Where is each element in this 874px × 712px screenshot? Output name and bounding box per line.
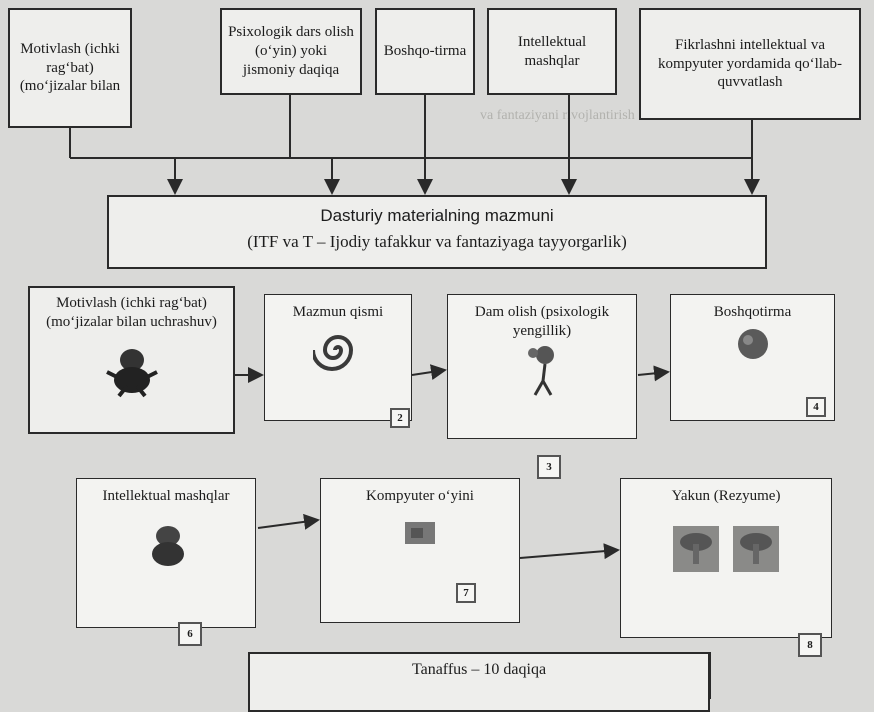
top-box-puzzle-text: Boshqo-tirma xyxy=(383,43,467,60)
step-summary: Yakun (Rezyume) xyxy=(620,478,832,638)
top-box-exercises-text: Intellektual mashqlar xyxy=(517,33,587,69)
puzzle-ball-icon xyxy=(737,328,768,359)
break-text: Tanaffus – 10 daqiqa xyxy=(411,661,547,678)
background-text: va fantaziyani rivojlantirish xyxy=(480,108,635,123)
center-box: Dasturiy materialning mazmuni (ITF va T … xyxy=(107,195,767,269)
top-box-psychology-text: Psixologik dars olish (o‘yin) yoki jismo… xyxy=(228,24,354,78)
step-number-7: 7 xyxy=(456,583,476,603)
step-content: Mazmun qismi xyxy=(264,294,412,421)
top-box-motivation-text: Motivlash (ichki rag‘bat) (mo‘jizalar bi… xyxy=(19,40,121,95)
step-exercises: Intellektual mashqlar xyxy=(76,478,256,628)
step-number-4: 4 xyxy=(806,397,826,417)
step-number-3: 3 xyxy=(537,455,561,479)
center-title: Dasturiy materialning mazmuni xyxy=(320,206,554,225)
step-rest: Dam olish (psixologik yengillik) xyxy=(447,294,637,439)
step-rest-label: Dam olish (psixologik yengillik) xyxy=(474,304,610,339)
top-box-psychology: Psixologik dars olish (o‘yin) yoki jismo… xyxy=(220,8,362,95)
step-computer-game-label: Kompyuter o‘yini xyxy=(366,488,474,504)
step-exercises-label: Intellektual mashqlar xyxy=(102,488,230,504)
break-box: Tanaffus – 10 daqiqa xyxy=(248,652,710,712)
mushroom-pictures-icon xyxy=(673,525,779,572)
step-motivation-label: Motivlash (ichki rag‘bat) (mo‘jizalar bi… xyxy=(46,295,217,330)
center-subtitle: (ITF va T – Ijodiy tafakkur va fantaziya… xyxy=(247,232,627,252)
cartoon-character-icon xyxy=(528,345,554,396)
top-box-motivation: Motivlash (ichki rag‘bat) (mo‘jizalar bi… xyxy=(8,8,132,128)
top-box-exercises: Intellektual mashqlar xyxy=(487,8,617,95)
top-box-puzzle: Boshqo-tirma xyxy=(375,8,475,95)
top-box-computer-support: Fikrlashni intellektual va kompyuter yor… xyxy=(639,8,861,120)
step-number-6: 6 xyxy=(178,622,202,646)
step-motivation: Motivlash (ichki rag‘bat) (mo‘jizalar bi… xyxy=(28,286,235,434)
goblin-figure-icon xyxy=(105,348,158,397)
spiral-icon xyxy=(311,334,354,371)
game-thumbnail-icon xyxy=(405,521,435,544)
step-computer-game: Kompyuter o‘yini xyxy=(320,478,520,623)
creature-icon xyxy=(152,525,184,566)
step-summary-label: Yakun (Rezyume) xyxy=(671,488,781,504)
step-puzzle-label: Boshqotirma xyxy=(713,304,792,320)
step-number-2: 2 xyxy=(390,408,410,428)
step-content-label: Mazmun qismi xyxy=(292,304,384,320)
step-number-8: 8 xyxy=(798,633,822,657)
top-box-computer-support-text: Fikrlashni intellektual va kompyuter yor… xyxy=(657,36,843,91)
